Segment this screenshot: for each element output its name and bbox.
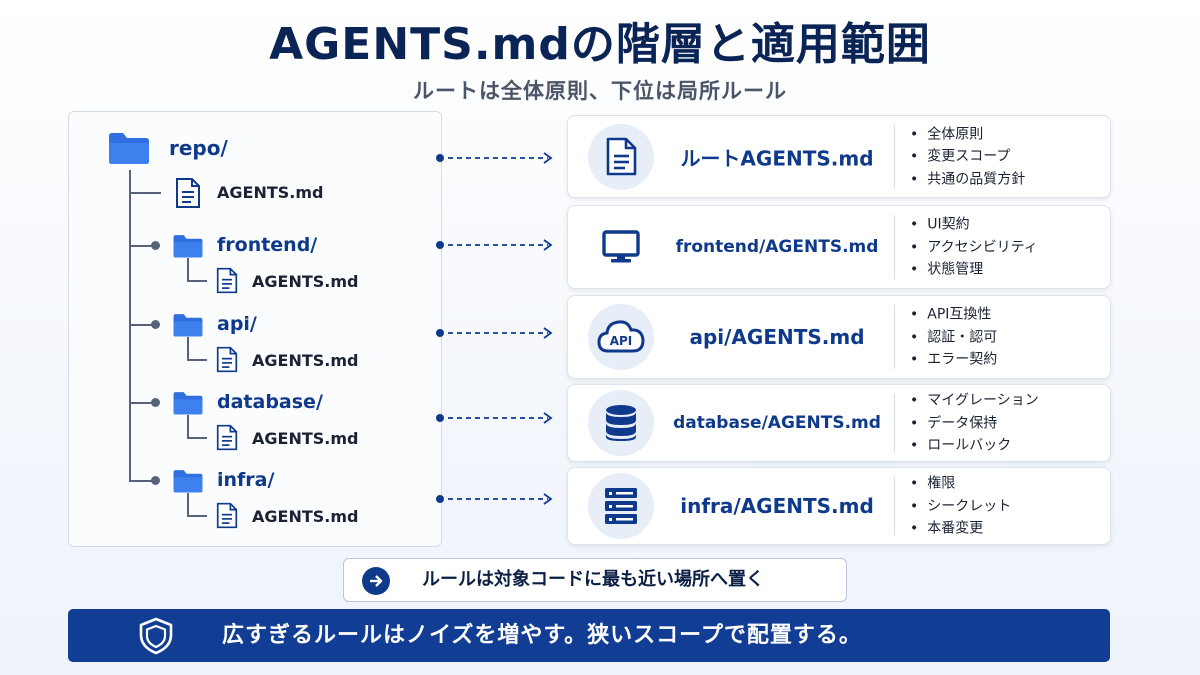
bullet-item: UI契約 bbox=[910, 213, 1038, 236]
bullet-item: 本番変更 bbox=[910, 517, 1011, 540]
connector-arrow bbox=[436, 412, 553, 424]
database-icon bbox=[588, 390, 654, 456]
file-icon bbox=[176, 178, 200, 208]
database-agents-card[interactable]: database/AGENTS.md マイグレーション データ保持 ロールバック bbox=[567, 384, 1111, 462]
bullet-item: API互換性 bbox=[910, 303, 997, 326]
banner-text: 広すぎるルールはノイズを増やす。狭いスコープで配置する。 bbox=[222, 623, 862, 648]
connector-arrow bbox=[436, 239, 553, 251]
bullet-item: マイグレーション bbox=[910, 389, 1038, 412]
file-icon bbox=[216, 267, 238, 294]
bullet-item: 状態管理 bbox=[910, 258, 1038, 281]
card-bullets: 権限 シークレット 本番変更 bbox=[910, 472, 1011, 540]
folder-icon bbox=[173, 314, 203, 337]
infra-folder-label[interactable]: infra/ bbox=[217, 469, 275, 491]
database-agents-file[interactable]: AGENTS.md bbox=[252, 429, 359, 448]
root-agents-card[interactable]: ルートAGENTS.md 全体原則 変更スコープ 共通の品質方針 bbox=[567, 115, 1111, 198]
shield-icon bbox=[139, 617, 173, 655]
connector-arrow bbox=[436, 327, 553, 339]
svg-text:API: API bbox=[610, 334, 633, 348]
monitor-icon bbox=[588, 214, 654, 280]
warning-banner: 広すぎるルールはノイズを増やす。狭いスコープで配置する。 bbox=[68, 609, 1110, 662]
folder-icon bbox=[109, 133, 149, 164]
bullet-item: アクセシビリティ bbox=[910, 236, 1037, 259]
frontend-folder-label[interactable]: frontend/ bbox=[217, 234, 318, 256]
api-cloud-icon: API bbox=[588, 304, 654, 370]
bullet-item: 共通の品質方針 bbox=[910, 168, 1025, 191]
bullet-item: ロールバック bbox=[910, 434, 1039, 457]
bullet-item: 変更スコープ bbox=[910, 145, 1025, 168]
file-icon bbox=[216, 424, 238, 451]
document-icon bbox=[588, 123, 654, 190]
page-subtitle: ルートは全体原則、下位は局所ルール bbox=[413, 79, 787, 103]
file-icon bbox=[216, 502, 238, 529]
bullet-item: 全体原則 bbox=[910, 123, 1025, 146]
card-title: infra/AGENTS.md bbox=[680, 494, 874, 518]
card-title: ルートAGENTS.md bbox=[680, 146, 874, 170]
card-bullets: 全体原則 変更スコープ 共通の品質方針 bbox=[910, 123, 1025, 191]
root-agents-file[interactable]: AGENTS.md bbox=[217, 183, 324, 202]
page-title: AGENTS.mdの階層と適用範囲 bbox=[269, 19, 931, 70]
placement-tip: ルールは対象コードに最も近い場所へ置く bbox=[343, 558, 847, 602]
card-title: frontend/AGENTS.md bbox=[675, 237, 879, 257]
api-agents-card[interactable]: API api/AGENTS.md API互換性 認証・認可 エラー契約 bbox=[567, 295, 1111, 379]
infra-agents-file[interactable]: AGENTS.md bbox=[252, 507, 359, 526]
folder-icon bbox=[173, 392, 203, 415]
api-folder-label[interactable]: api/ bbox=[217, 313, 257, 335]
arrow-right-circle-icon bbox=[362, 567, 390, 595]
bullet-item: シークレット bbox=[910, 495, 1011, 518]
card-title: database/AGENTS.md bbox=[673, 413, 881, 433]
file-icon bbox=[216, 346, 238, 373]
infra-agents-card[interactable]: infra/AGENTS.md 権限 シークレット 本番変更 bbox=[567, 467, 1111, 545]
server-icon bbox=[588, 473, 654, 539]
tip-text: ルールは対象コードに最も近い場所へ置く bbox=[422, 569, 764, 590]
bullet-item: 認証・認可 bbox=[910, 326, 997, 349]
folder-icon bbox=[173, 470, 203, 493]
card-bullets: マイグレーション データ保持 ロールバック bbox=[910, 389, 1039, 457]
root-folder-label[interactable]: repo/ bbox=[169, 136, 228, 160]
connector-arrow bbox=[436, 493, 553, 505]
bullet-item: データ保持 bbox=[910, 412, 1039, 435]
bullet-item: エラー契約 bbox=[910, 348, 997, 371]
card-bullets: UI契約 アクセシビリティ 状態管理 bbox=[910, 213, 1038, 281]
connector-arrow bbox=[436, 152, 553, 164]
database-folder-label[interactable]: database/ bbox=[217, 391, 323, 413]
folder-icon bbox=[173, 235, 203, 258]
bullet-item: 権限 bbox=[910, 472, 1011, 495]
repo-tree-panel: repo/ AGENTS.md frontend/ AGENTS.md api/… bbox=[68, 111, 442, 547]
frontend-agents-file[interactable]: AGENTS.md bbox=[252, 272, 359, 291]
api-agents-file[interactable]: AGENTS.md bbox=[252, 351, 359, 370]
card-title: api/AGENTS.md bbox=[689, 325, 865, 349]
card-bullets: API互換性 認証・認可 エラー契約 bbox=[910, 303, 997, 371]
frontend-agents-card[interactable]: frontend/AGENTS.md UI契約 アクセシビリティ 状態管理 bbox=[567, 205, 1111, 289]
